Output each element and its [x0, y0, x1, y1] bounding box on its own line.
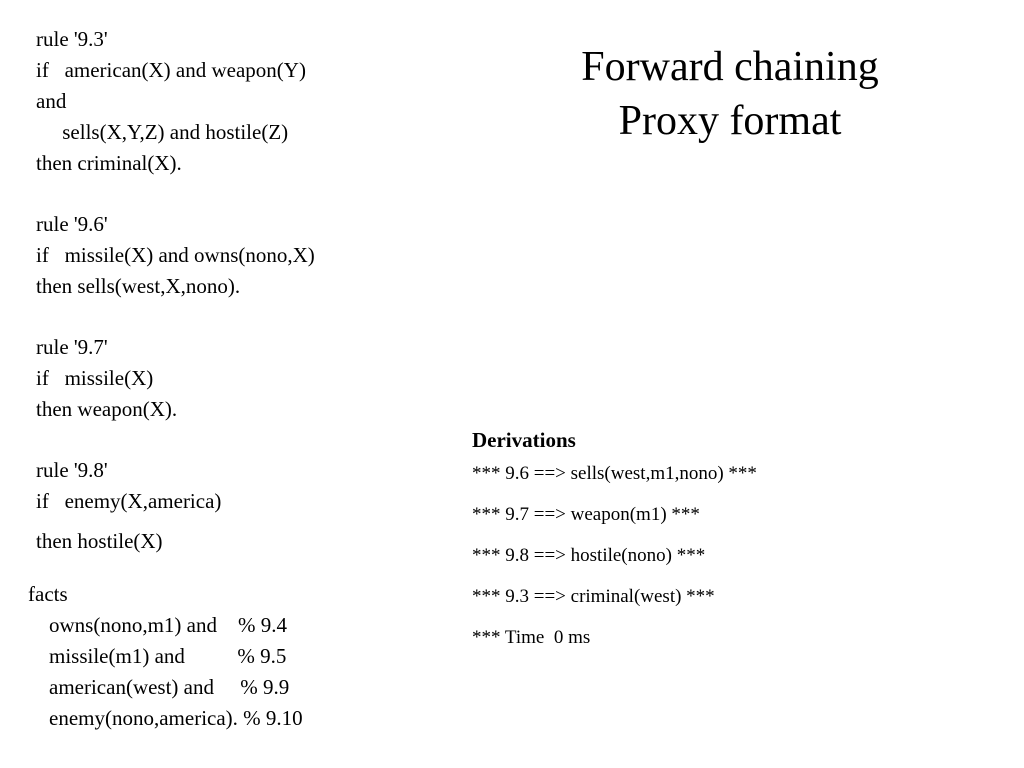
rule-conclusion: then weapon(X). — [36, 397, 178, 421]
title-line-2: Proxy format — [618, 98, 842, 144]
rule-conclusion: then sells(west,X,nono). — [36, 274, 241, 298]
fact-line: missile(m1) and % 9.5 — [28, 644, 287, 668]
fact-line: owns(nono,m1) and % 9.4 — [28, 613, 287, 637]
rule-header: rule '9.6' — [36, 212, 108, 236]
facts-block: facts owns(nono,m1) and % 9.4 missile(m1… — [28, 579, 303, 734]
rule-header: rule '9.8' — [36, 458, 108, 482]
rule-condition: sells(X,Y,Z) and hostile(Z) — [36, 120, 289, 144]
rule-condition: if american(X) and weapon(Y) — [36, 58, 306, 82]
derivation-line: *** 9.7 ==> weapon(m1) *** — [472, 504, 700, 525]
rule-conclusion: then criminal(X). — [36, 151, 182, 175]
derivation-line: *** 9.8 ==> hostile(nono) *** — [472, 545, 706, 566]
derivations-block: Derivations *** 9.6 ==> sells(west,m1,no… — [472, 425, 757, 664]
facts-heading: facts — [28, 582, 68, 606]
rule-header: rule '9.7' — [36, 335, 108, 359]
rule-condition: if missile(X) — [36, 366, 154, 390]
fact-line: american(west) and % 9.9 — [28, 675, 290, 699]
title-line-1: Forward chaining — [581, 44, 879, 90]
rule-condition: if missile(X) and owns(nono,X) — [36, 243, 315, 267]
derivation-time: *** Time 0 ms — [472, 627, 591, 648]
rule-condition: and — [36, 89, 67, 113]
slide-title: Forward chaining Proxy format — [500, 40, 960, 148]
derivation-line: *** 9.3 ==> criminal(west) *** — [472, 586, 715, 607]
rule-condition: if enemy(X,america) — [36, 489, 222, 513]
derivations-heading: Derivations — [472, 428, 576, 452]
derivation-line: *** 9.6 ==> sells(west,m1,nono) *** — [472, 463, 757, 484]
rules-block: rule '9.3' if american(X) and weapon(Y) … — [36, 24, 315, 557]
rule-header: rule '9.3' — [36, 27, 108, 51]
fact-line: enemy(nono,america). % 9.10 — [28, 706, 303, 730]
rule-conclusion: then hostile(X) — [36, 529, 163, 553]
